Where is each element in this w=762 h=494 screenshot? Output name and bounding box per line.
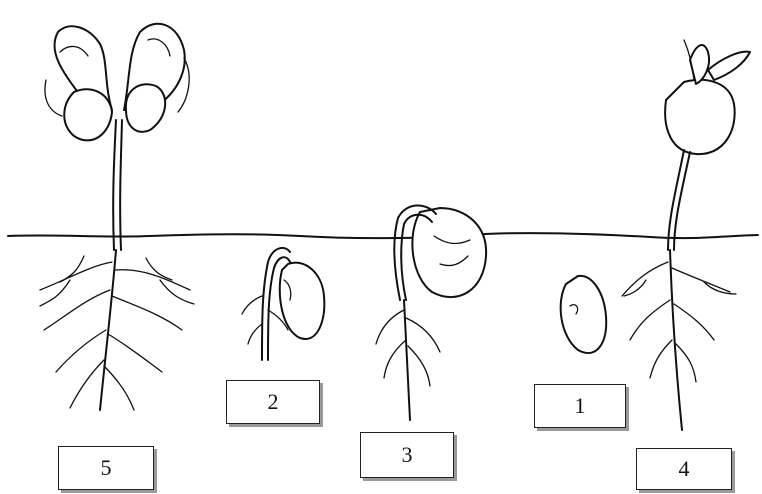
stage-3-label: 3 [402,442,413,468]
stage-2-label: 2 [268,389,279,415]
plant-2-seedling [242,248,324,360]
stage-5-label: 5 [101,455,112,481]
stage-5-label-box: 5 [58,446,154,490]
stage-2-label-box: 2 [226,380,320,424]
stage-1-label: 1 [575,393,586,419]
stage-3-label-box: 3 [360,432,454,478]
stage-4-label-box: 4 [636,448,732,490]
stage-4-label: 4 [679,456,690,482]
plant-5-seedling [40,24,194,410]
plant-4-seedling [622,40,750,430]
plant-1-seed [561,276,607,353]
stage-1-label-box: 1 [534,384,626,428]
